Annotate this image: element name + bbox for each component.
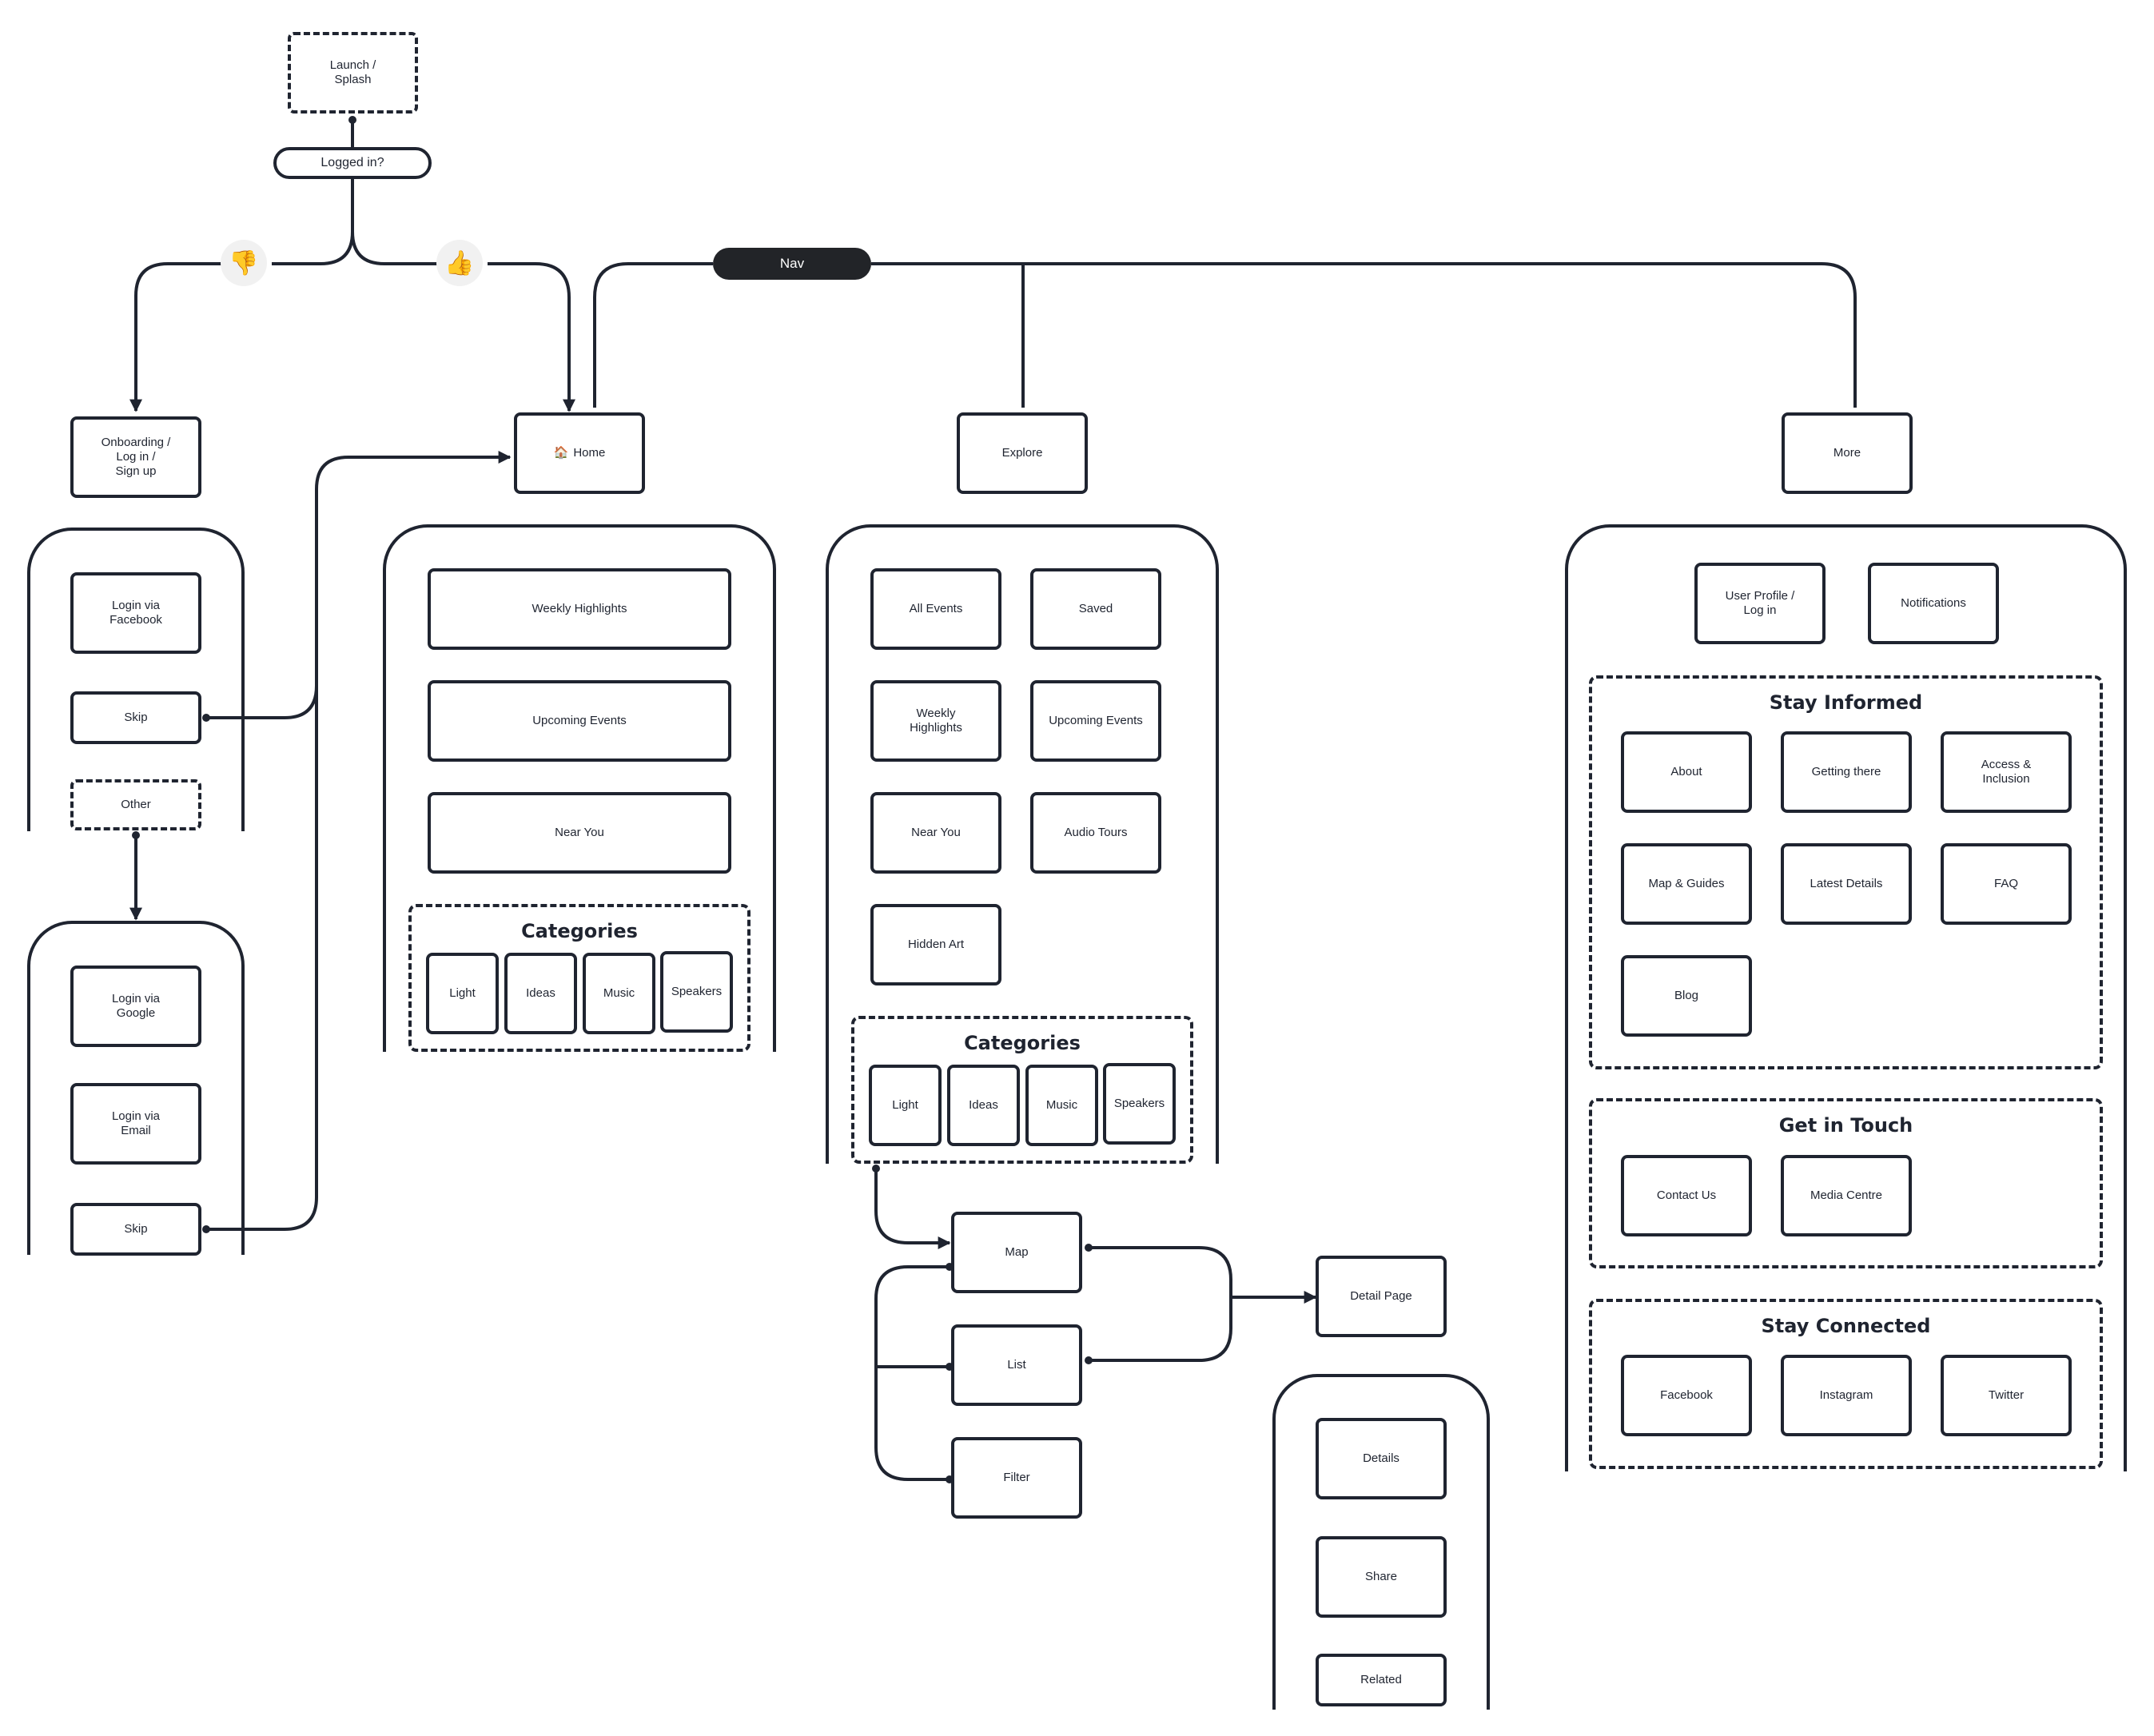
audio-tours-card[interactable]: Audio Tours [1030, 792, 1161, 874]
category-ideas[interactable]: Ideas [947, 1065, 1020, 1146]
link-no-onboarding [129, 262, 224, 412]
link-skip2-home [206, 686, 318, 1231]
stay-connected-title: Stay Connected [1761, 1315, 1931, 1337]
detail-page-node[interactable]: Detail Page [1316, 1256, 1447, 1337]
link-decision-yes [351, 231, 440, 265]
category-light[interactable]: Light [869, 1065, 942, 1146]
weekly-highlights-card[interactable]: Weekly Highlights [870, 680, 1001, 762]
media-centre-card[interactable]: Media Centre [1781, 1155, 1912, 1236]
home-label: Home [573, 446, 606, 460]
logged-in-decision[interactable]: Logged in? [273, 147, 432, 179]
get-in-touch-group: Get in Touch [1589, 1098, 2103, 1268]
category-music[interactable]: Music [1025, 1065, 1098, 1146]
more-node[interactable]: More [1782, 412, 1913, 494]
stay-connected-group: Stay Connected [1589, 1299, 2103, 1469]
login-email-button[interactable]: Login via Email [70, 1083, 201, 1165]
category-music[interactable]: Music [583, 953, 655, 1034]
near-you-card[interactable]: Near You [428, 792, 731, 874]
more-phone-frame [1565, 524, 2127, 1471]
details-card[interactable]: Details [1316, 1418, 1447, 1499]
home-categories-group: Categories [408, 904, 751, 1052]
onboarding-phone-frame [27, 528, 245, 831]
link-skip-home [206, 451, 512, 719]
home-phone-frame [383, 524, 776, 1052]
categories-title: Categories [964, 1032, 1081, 1054]
thumbs-down-icon: 👎 [221, 240, 267, 286]
detail-phone-frame [1272, 1374, 1490, 1710]
saved-card[interactable]: Saved [1030, 568, 1161, 650]
hidden-art-card[interactable]: Hidden Art [870, 904, 1001, 985]
login-options-phone-frame [27, 921, 245, 1255]
thumbs-up-icon: 👍 [436, 240, 483, 286]
instagram-card[interactable]: Instagram [1781, 1355, 1912, 1436]
explore-node[interactable]: Explore [957, 412, 1088, 494]
skip-button-2[interactable]: Skip [70, 1203, 201, 1256]
nav-line-more [871, 262, 1857, 408]
link-yes-home [488, 262, 575, 412]
twitter-card[interactable]: Twitter [1941, 1355, 2072, 1436]
faq-card[interactable]: FAQ [1941, 843, 2072, 925]
access-inclusion-card[interactable]: Access & Inclusion [1941, 731, 2072, 813]
near-you-card[interactable]: Near You [870, 792, 1001, 874]
map-view-node[interactable]: Map [951, 1212, 1082, 1293]
getting-there-card[interactable]: Getting there [1781, 731, 1912, 813]
stay-informed-title: Stay Informed [1769, 691, 1923, 714]
house-icon: 🏠 [553, 446, 569, 460]
home-node[interactable]: 🏠 Home [514, 412, 645, 494]
weekly-highlights-card[interactable]: Weekly Highlights [428, 568, 731, 650]
all-events-card[interactable]: All Events [870, 568, 1001, 650]
contact-us-card[interactable]: Contact Us [1621, 1155, 1752, 1236]
upcoming-events-card[interactable]: Upcoming Events [1030, 680, 1161, 762]
launch-splash-node[interactable]: Launch / Splash [288, 32, 418, 113]
list-view-node[interactable]: List [951, 1324, 1082, 1406]
stay-informed-group: Stay Informed [1589, 675, 2103, 1069]
notifications-card[interactable]: Notifications [1868, 563, 1999, 644]
link-map-filter [874, 1265, 950, 1481]
skip-button[interactable]: Skip [70, 691, 201, 744]
other-node[interactable]: Other [70, 779, 201, 830]
login-google-button[interactable]: Login via Google [70, 966, 201, 1047]
login-facebook-button[interactable]: Login via Facebook [70, 572, 201, 654]
filter-node[interactable]: Filter [951, 1437, 1082, 1519]
user-profile-card[interactable]: User Profile / Log in [1694, 563, 1826, 644]
nav-line-home [593, 262, 713, 408]
about-card[interactable]: About [1621, 731, 1752, 813]
category-speakers[interactable]: Speakers [660, 951, 733, 1033]
nav-label: Nav [713, 248, 871, 280]
facebook-card[interactable]: Facebook [1621, 1355, 1752, 1436]
category-light[interactable]: Light [426, 953, 499, 1034]
map-guides-card[interactable]: Map & Guides [1621, 843, 1752, 925]
latest-details-card[interactable]: Latest Details [1781, 843, 1912, 925]
category-speakers[interactable]: Speakers [1103, 1063, 1176, 1145]
categories-title: Categories [521, 920, 638, 942]
link-categories-map [874, 1169, 951, 1249]
upcoming-events-card[interactable]: Upcoming Events [428, 680, 731, 762]
related-card[interactable]: Related [1316, 1654, 1447, 1706]
onboarding-node[interactable]: Onboarding / Log in / Sign up [70, 416, 201, 498]
get-in-touch-title: Get in Touch [1778, 1114, 1913, 1137]
blog-card[interactable]: Blog [1621, 955, 1752, 1037]
explore-categories-group: Categories [851, 1016, 1193, 1164]
link-map-list-detail [1089, 1246, 1232, 1362]
category-ideas[interactable]: Ideas [504, 953, 577, 1034]
share-card[interactable]: Share [1316, 1536, 1447, 1618]
link-decision-no [272, 179, 354, 265]
explore-phone-frame [826, 524, 1219, 1164]
